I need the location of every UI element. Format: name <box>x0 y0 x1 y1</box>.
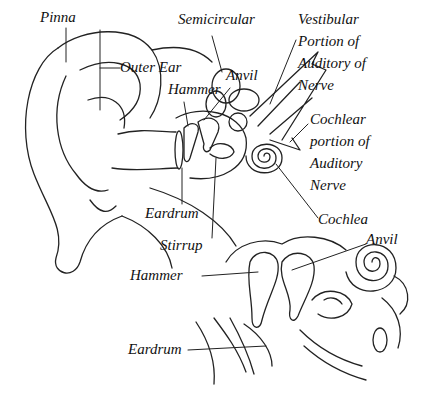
leader-line <box>292 244 366 270</box>
stirrup-shape <box>210 144 234 159</box>
leader-line <box>184 102 188 126</box>
part-label: Eardrum <box>128 338 208 360</box>
inset-middle-ear <box>196 237 408 384</box>
part-label: Stirrup <box>160 234 230 256</box>
nerve-branch <box>270 138 300 150</box>
part-label: Outer Ear <box>120 56 210 78</box>
inset-window <box>373 328 387 352</box>
head-outline <box>122 48 236 268</box>
part-label: Hammer <box>168 78 238 100</box>
vestibule <box>229 113 247 131</box>
part-label: Anvil <box>366 228 426 250</box>
part-label: Cochlea <box>318 208 398 230</box>
pinna-outline <box>26 48 122 273</box>
inset-tube <box>300 330 366 380</box>
part-label: Eardrum <box>145 202 225 224</box>
middle-ear <box>176 111 246 178</box>
inset-eardrum <box>196 318 272 384</box>
ear-canal <box>112 131 178 170</box>
leader-line <box>212 36 222 72</box>
part-label: Vestibular Portion of Auditory of Nerve <box>298 8 390 96</box>
part-label: Hammer <box>130 264 200 286</box>
inset-stirrup <box>312 291 352 318</box>
leader-line <box>202 272 258 276</box>
leader-line <box>270 40 296 104</box>
leader-line <box>100 30 120 110</box>
part-label: Pinna <box>40 6 110 28</box>
inset-hammer <box>249 252 279 327</box>
inset-anvil <box>281 253 314 320</box>
cochlea-spiral <box>246 144 282 173</box>
anvil-shape <box>198 118 219 151</box>
concha <box>88 98 125 212</box>
inset-canal <box>382 276 408 348</box>
leader-line <box>66 28 67 62</box>
part-label: Cochlear portion of Auditory Nerve <box>310 108 390 196</box>
leader-line <box>212 158 216 238</box>
hammer-shape <box>184 124 198 162</box>
leader-line <box>290 124 308 142</box>
inset-cochlea <box>346 245 396 291</box>
leader-line <box>188 346 266 350</box>
eardrum-shape <box>175 131 183 169</box>
leader-line <box>182 168 183 204</box>
part-label: Semicircular <box>178 8 288 30</box>
part-label: Anvil <box>226 64 286 86</box>
canal-loop <box>229 89 259 111</box>
